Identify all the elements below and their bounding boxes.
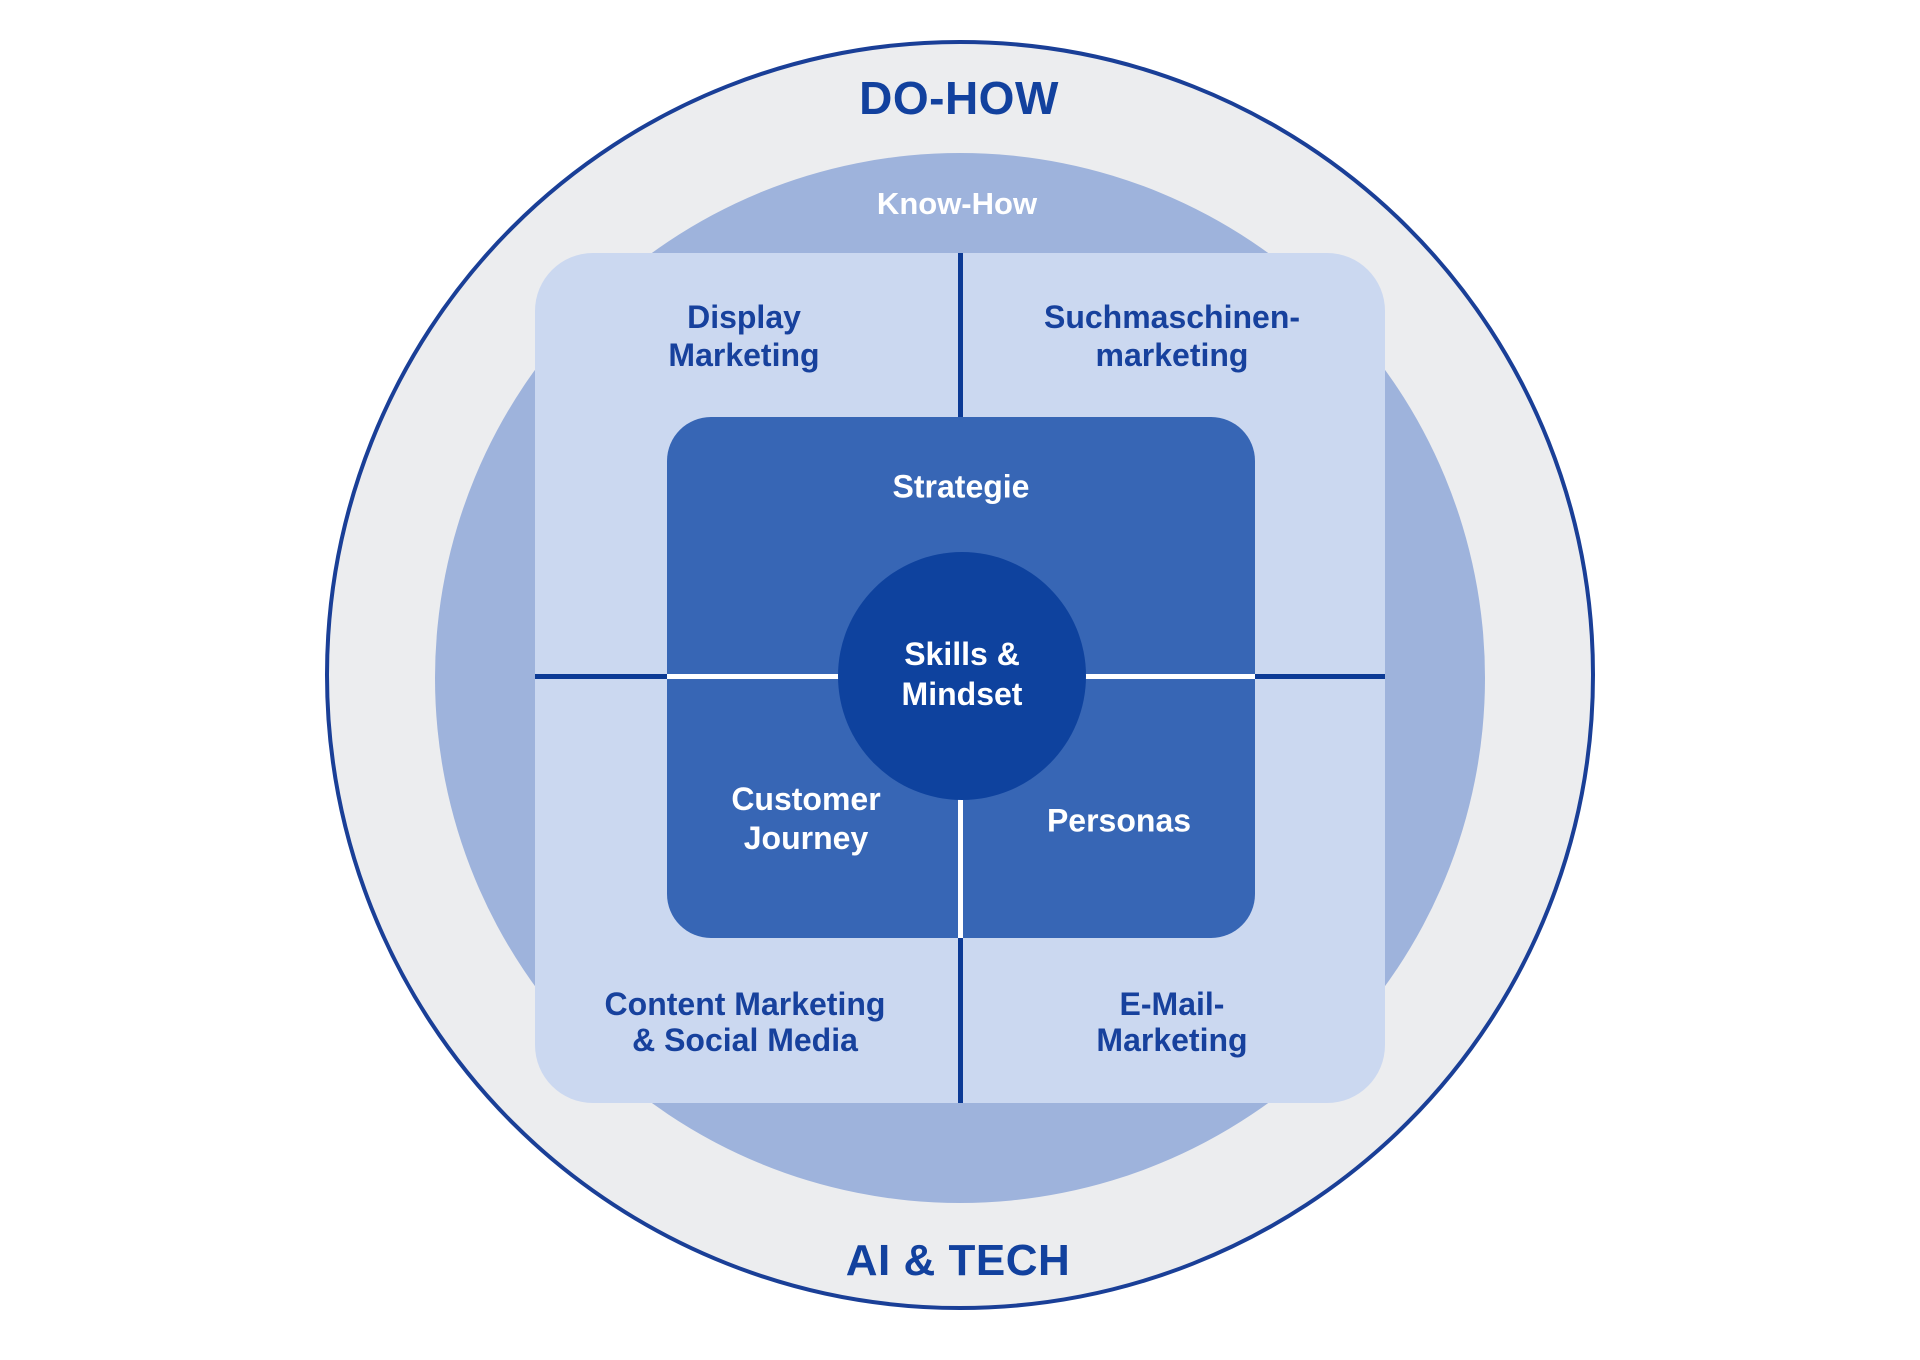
skills-mindset-line2: Mindset bbox=[901, 676, 1023, 712]
personas-label: Personas bbox=[1046, 802, 1192, 839]
content-marketing-label: Content Marketing & Social Media bbox=[605, 986, 886, 1058]
inner-divider-vertical bbox=[958, 676, 963, 938]
content-marketing-line1: Content Marketing bbox=[604, 986, 886, 1022]
know-how-label: Know-How bbox=[876, 186, 1038, 221]
display-marketing-line1: Display bbox=[687, 299, 801, 335]
skills-mindset-circle bbox=[838, 552, 1086, 800]
strategie-label: Strategie bbox=[892, 468, 1030, 505]
customer-journey-line2: Journey bbox=[743, 820, 869, 856]
display-marketing-label: Display Marketing bbox=[668, 298, 819, 374]
ai-tech-label: AI & TECH bbox=[845, 1236, 1071, 1285]
suchmaschinenmarketing-label: Suchmaschinen- marketing bbox=[1044, 298, 1300, 374]
customer-journey-line1: Customer bbox=[731, 781, 881, 817]
suchmaschinenmarketing-line2: marketing bbox=[1095, 337, 1249, 373]
customer-journey-label: Customer Journey bbox=[731, 780, 880, 858]
email-marketing-label: E-Mail- Marketing bbox=[1096, 986, 1247, 1058]
do-how-label: DO-HOW bbox=[859, 72, 1059, 124]
display-marketing-line2: Marketing bbox=[668, 337, 820, 373]
suchmaschinenmarketing-line1: Suchmaschinen- bbox=[1043, 299, 1301, 335]
email-marketing-line1: E-Mail- bbox=[1119, 986, 1225, 1022]
skills-mindset-line1: Skills & bbox=[904, 636, 1020, 672]
skills-mindset-label: Skills & Mindset bbox=[902, 634, 1023, 714]
content-marketing-line2: & Social Media bbox=[632, 1022, 858, 1058]
email-marketing-line2: Marketing bbox=[1096, 1022, 1248, 1058]
